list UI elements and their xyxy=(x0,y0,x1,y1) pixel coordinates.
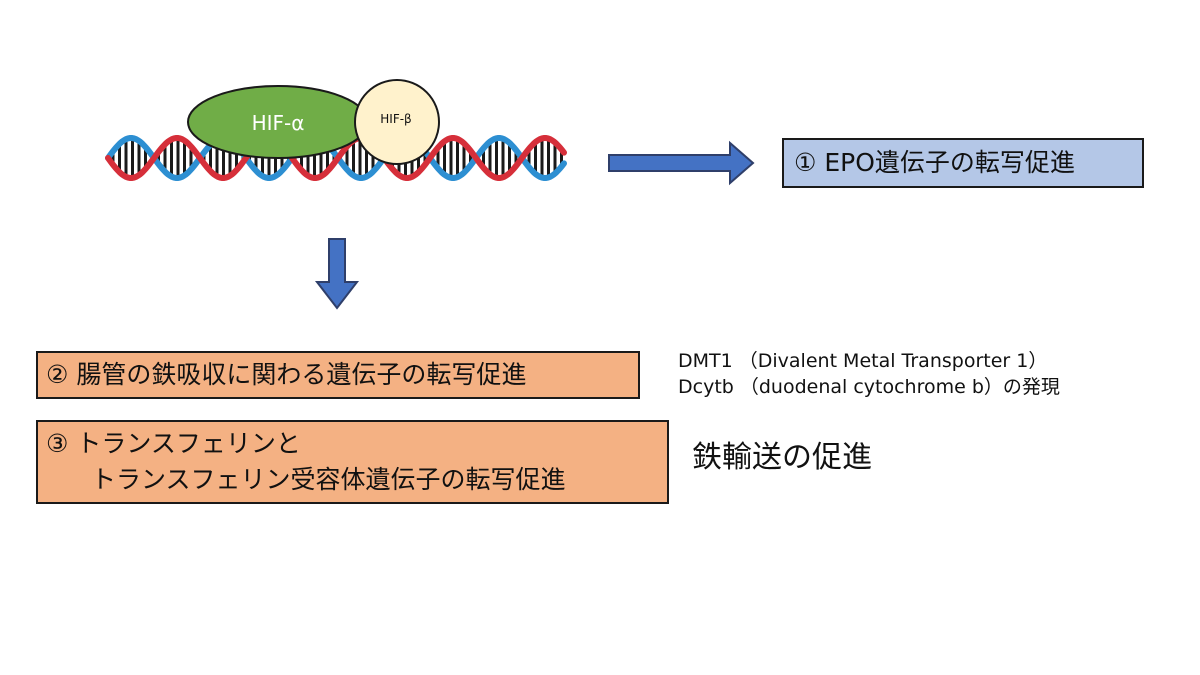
iron-transport-note: 鉄輸送の促進 xyxy=(692,440,872,475)
hif-beta-shape xyxy=(354,79,440,165)
hif-alpha-label: HIF-α xyxy=(252,111,305,135)
dmt1-note: DMT1 （Divalent Metal Transporter 1） xyxy=(678,350,1048,372)
iron-absorption-box: ② 腸管の鉄吸収に関わる遺伝子の転写促進 xyxy=(36,351,640,399)
dcytb-note: Dcytb （duodenal cytochrome b）の発現 xyxy=(678,376,1060,398)
epo-transcription-box: ① EPO遺伝子の転写促進 xyxy=(782,138,1144,188)
dna-strand-blue xyxy=(105,135,567,181)
transferrin-box: ③ トランスフェリンと トランスフェリン受容体遺伝子の転写促進 xyxy=(36,420,669,504)
epo-transcription-text: ① EPO遺伝子の転写促進 xyxy=(794,148,1075,177)
hif-beta-label: HIF-β xyxy=(380,112,411,126)
dna-helix-icon: HIF-α HIF-β xyxy=(105,79,567,181)
right-arrow-icon xyxy=(608,140,755,186)
transferrin-text-line1: ③ トランスフェリンと xyxy=(46,429,301,458)
transferrin-text-line2: トランスフェリン受容体遺伝子の転写促進 xyxy=(91,465,566,494)
dna-strand-red xyxy=(105,135,567,181)
iron-absorption-text: ② 腸管の鉄吸収に関わる遺伝子の転写促進 xyxy=(46,360,527,389)
down-arrow-icon xyxy=(314,238,360,310)
